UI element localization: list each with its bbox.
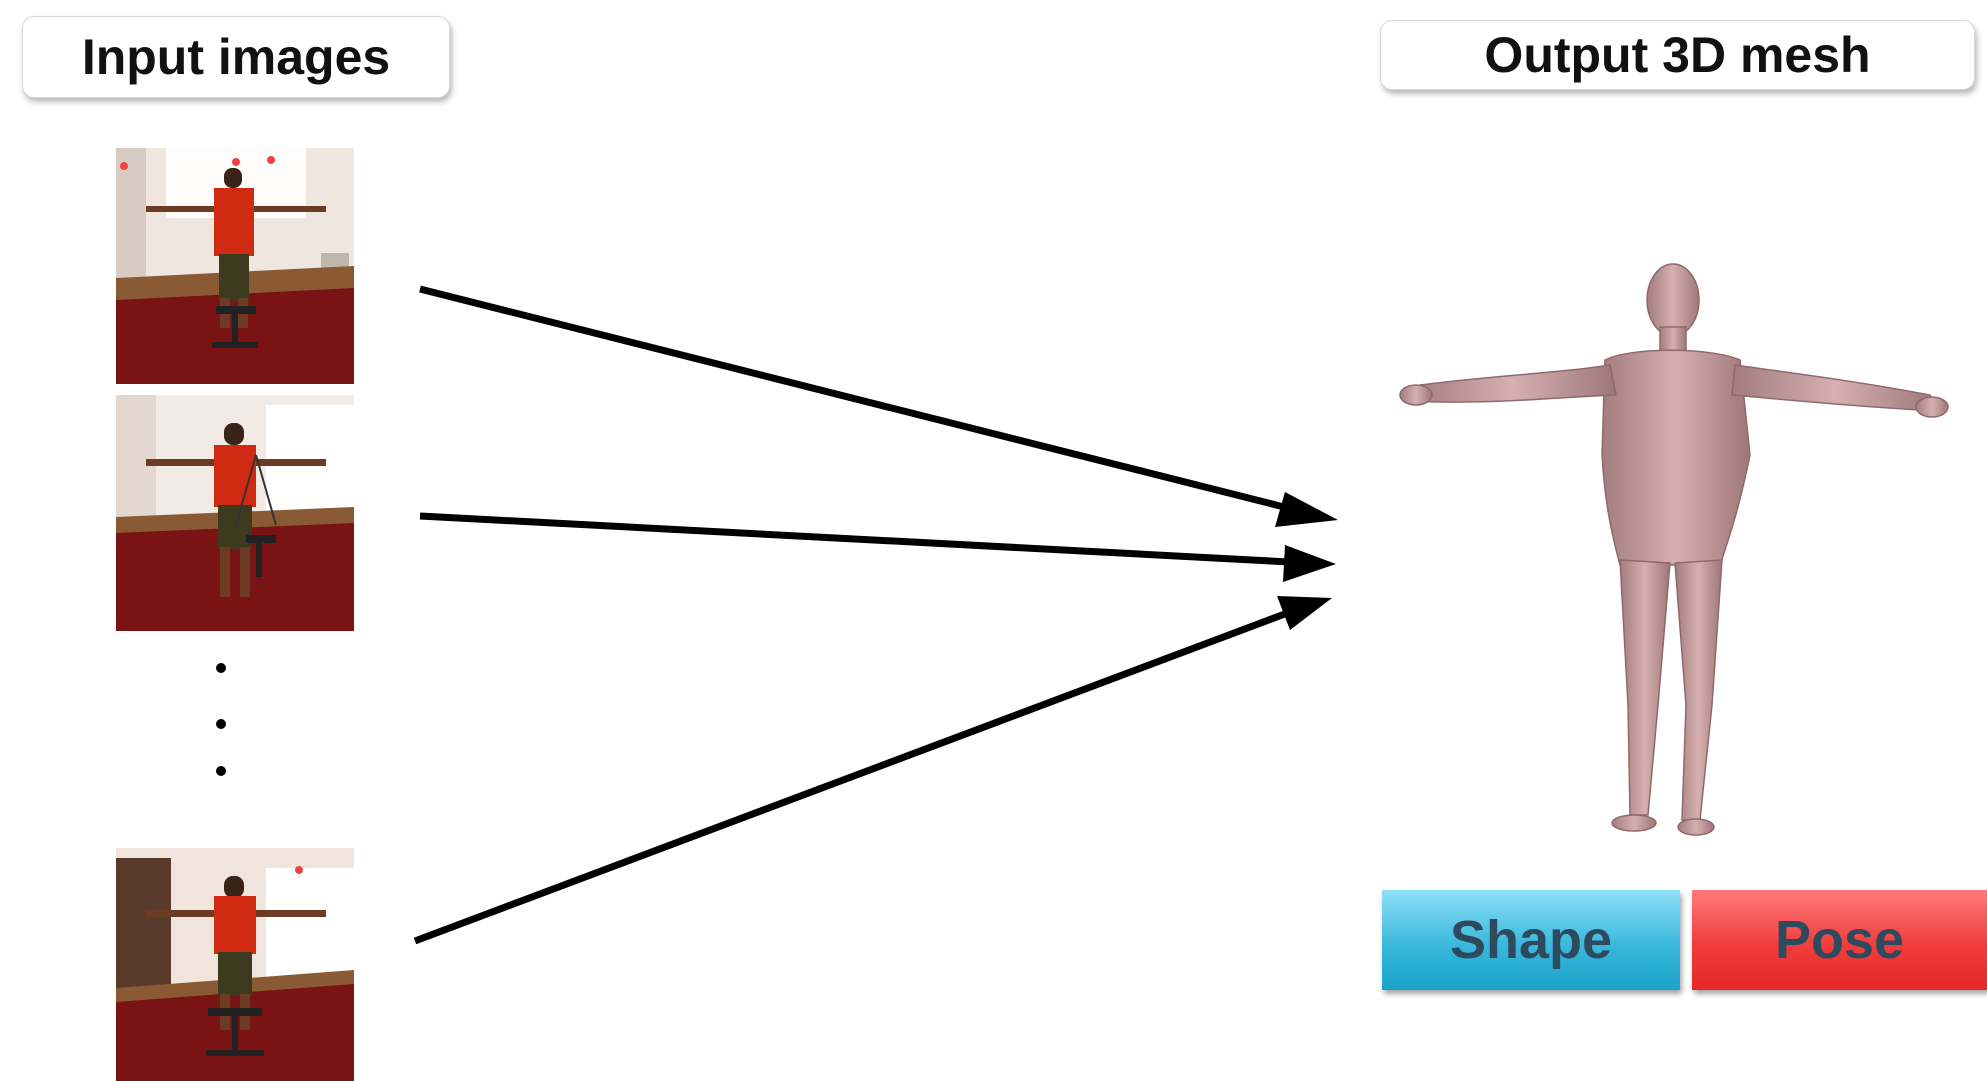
arrow-icon	[413, 596, 1332, 945]
person-photo-icon	[116, 848, 354, 1081]
human-mesh-icon	[1399, 263, 1949, 836]
ellipsis-dot-icon	[216, 719, 226, 729]
ellipsis-dot-icon	[216, 766, 226, 776]
shape-badge: Shape	[1382, 890, 1680, 990]
arrow-icon	[419, 512, 1336, 582]
person-photo-icon	[116, 148, 354, 384]
ellipsis-dot-icon	[216, 663, 226, 673]
input-image-1	[116, 148, 354, 384]
input-image-3	[116, 848, 354, 1081]
input-images-label: Input images	[22, 16, 450, 98]
pose-badge: Pose	[1692, 890, 1987, 990]
person-photo-icon	[116, 395, 354, 631]
input-image-2	[116, 395, 354, 631]
arrow-icon	[419, 285, 1338, 527]
output-mesh-label: Output 3D mesh	[1380, 20, 1975, 90]
